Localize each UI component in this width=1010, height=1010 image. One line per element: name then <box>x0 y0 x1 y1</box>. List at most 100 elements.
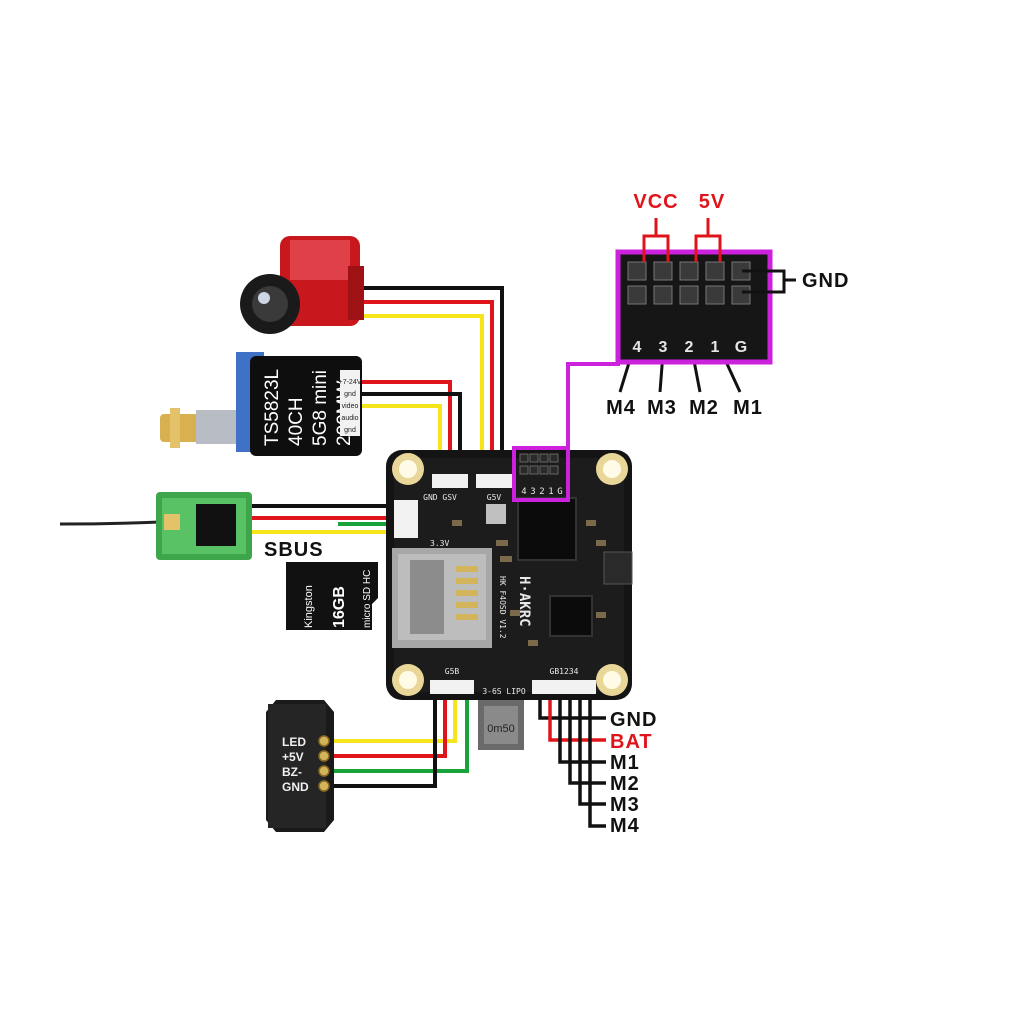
receiver-connector <box>394 500 418 538</box>
vtx-pin-1: +7-24V <box>339 379 362 386</box>
magenta-link <box>518 362 620 452</box>
power-wire-gnd <box>538 692 606 720</box>
power-wire-m2 <box>568 692 606 785</box>
video-transmitter: TS5823L 40CH 5G8 mini 200MW +7-24V gnd v… <box>160 352 362 456</box>
fc-silk-brand: H·AKRC <box>516 576 532 627</box>
motor-header-labels: M4 M3 M2 M1 <box>606 397 763 419</box>
vtx-pin-labels: +7-24V gnd video audio gnd <box>339 379 362 434</box>
camera-wire-yellow <box>355 314 484 478</box>
receiver-chip <box>196 504 236 546</box>
power-wire-m1 <box>558 692 606 764</box>
buzzer-led-module: LED +5V BZ- GND <box>266 700 334 832</box>
sd-card-type: micro SD HC <box>362 570 373 628</box>
motor-label-m2: M2 <box>689 397 719 419</box>
buzzer-pads <box>318 735 330 792</box>
header-silk-2: 2 <box>685 339 694 356</box>
receiver-wires <box>250 504 396 534</box>
fc-header-silk: 4 3 2 1 G <box>521 487 562 497</box>
buzzer-wire-red <box>330 692 447 758</box>
current-sensor-label: 0m50 <box>487 723 515 735</box>
five-v-bracket <box>694 218 722 262</box>
fc-silk-top-right: G5V <box>487 493 502 502</box>
fc-silk-left-pin: 3.3V <box>430 539 449 548</box>
power-wire-bat <box>548 692 606 742</box>
vtx-pin-2: gnd <box>344 391 356 398</box>
vtx-pin-3: video <box>342 403 359 410</box>
vtx-band: 5G8 mini <box>310 370 331 446</box>
power-label-bat: BAT <box>610 731 653 753</box>
five-v-label: 5V <box>699 191 725 213</box>
power-label-m3: M3 <box>610 794 640 816</box>
camera-wires <box>355 286 504 478</box>
vtx-connector <box>432 474 468 488</box>
vtx-channels: 40CH <box>286 397 307 446</box>
smd-components <box>452 520 606 646</box>
motor-header-silk: 4 3 2 1 G <box>633 339 748 356</box>
fc-header-silk-2: 2 <box>539 487 544 497</box>
fc-silk-bottom-left: G5B <box>445 667 460 676</box>
fc-silk-bottom-right: GB1234 <box>550 667 579 676</box>
fc-header-silk-3: 3 <box>530 487 535 497</box>
buzzer-pin-bz: BZ- <box>282 765 302 779</box>
power-connector <box>532 680 596 694</box>
fc-header-silk-g: G <box>557 487 562 497</box>
power-label-gnd: GND <box>610 709 657 731</box>
header-silk-3: 3 <box>659 339 668 356</box>
power-wire-m3 <box>578 692 606 806</box>
buzzer-pin-5v: +5V <box>282 750 304 764</box>
fc-header-silk-4: 4 <box>521 487 526 497</box>
crystal <box>486 504 506 524</box>
sd-card-brand: Kingston <box>303 585 315 628</box>
header-silk-4: 4 <box>633 339 642 356</box>
fc-silk-battery: 3-6S LIPO <box>482 687 526 696</box>
buzzer-wires <box>330 692 469 788</box>
camera-connector <box>476 474 512 488</box>
fc-motor-header-pins <box>519 453 559 475</box>
buzzer-wire-yellow <box>330 692 457 743</box>
vtx-body <box>250 356 362 456</box>
camera-wire-red <box>355 300 494 478</box>
buzzer-connector <box>430 680 474 694</box>
buzzer-pin-gnd: GND <box>282 780 309 794</box>
fpv-camera <box>240 236 364 334</box>
header-silk-1: 1 <box>711 339 720 356</box>
gnd-bracket <box>742 269 796 294</box>
header-silk-g: G <box>735 339 747 356</box>
receiver-antenna <box>59 520 161 526</box>
micro-sd-card: Kingston 16GB micro SD HC <box>286 562 378 630</box>
fc-silk-top-left: GND GSV <box>423 493 457 502</box>
motor-label-m1: M1 <box>733 397 763 419</box>
vtx-pin-4: audio <box>341 415 358 422</box>
receiver-label: SBUS <box>264 539 324 561</box>
power-wire-m4 <box>588 692 606 828</box>
power-label-m1: M1 <box>610 752 640 774</box>
power-wires <box>538 692 606 828</box>
osd-chip <box>549 595 593 637</box>
mcu-chip <box>517 497 577 561</box>
buzzer-wire-black <box>330 692 437 788</box>
mounting-holes <box>392 453 628 696</box>
flight-controller-board: 0m50 4 3 2 1 G GND GSV G5V 3.3V G5B GB12… <box>386 446 633 750</box>
sd-card-slot <box>392 548 492 648</box>
reg-chip <box>603 551 633 585</box>
buzzer-wire-green <box>330 692 469 773</box>
gnd-header-label: GND <box>802 270 849 292</box>
sd-card-size: 16GB <box>331 586 348 628</box>
buzzer-pin-labels: LED +5V BZ- GND <box>282 735 309 794</box>
motor-header: 4 3 2 1 G <box>615 218 796 365</box>
vcc-label: VCC <box>633 191 678 213</box>
vtx-pin-5: gnd <box>344 427 356 434</box>
fc-motor-header-highlight <box>512 446 570 502</box>
camera-wire-black <box>355 286 504 478</box>
fc-header-silk-1: 1 <box>548 487 553 497</box>
vtx-wire-red <box>362 380 452 478</box>
fc-silk-model: HK F4OSD V1.2 <box>498 576 507 639</box>
motor-label-m4: M4 <box>606 397 636 419</box>
vtx-model: TS5823L <box>262 369 283 446</box>
motor-label-m3: M3 <box>647 397 677 419</box>
power-label-m2: M2 <box>610 773 640 795</box>
motor-header-pins <box>627 261 751 305</box>
buzzer-pin-led: LED <box>282 735 306 749</box>
sbus-receiver: SBUS <box>59 492 324 561</box>
